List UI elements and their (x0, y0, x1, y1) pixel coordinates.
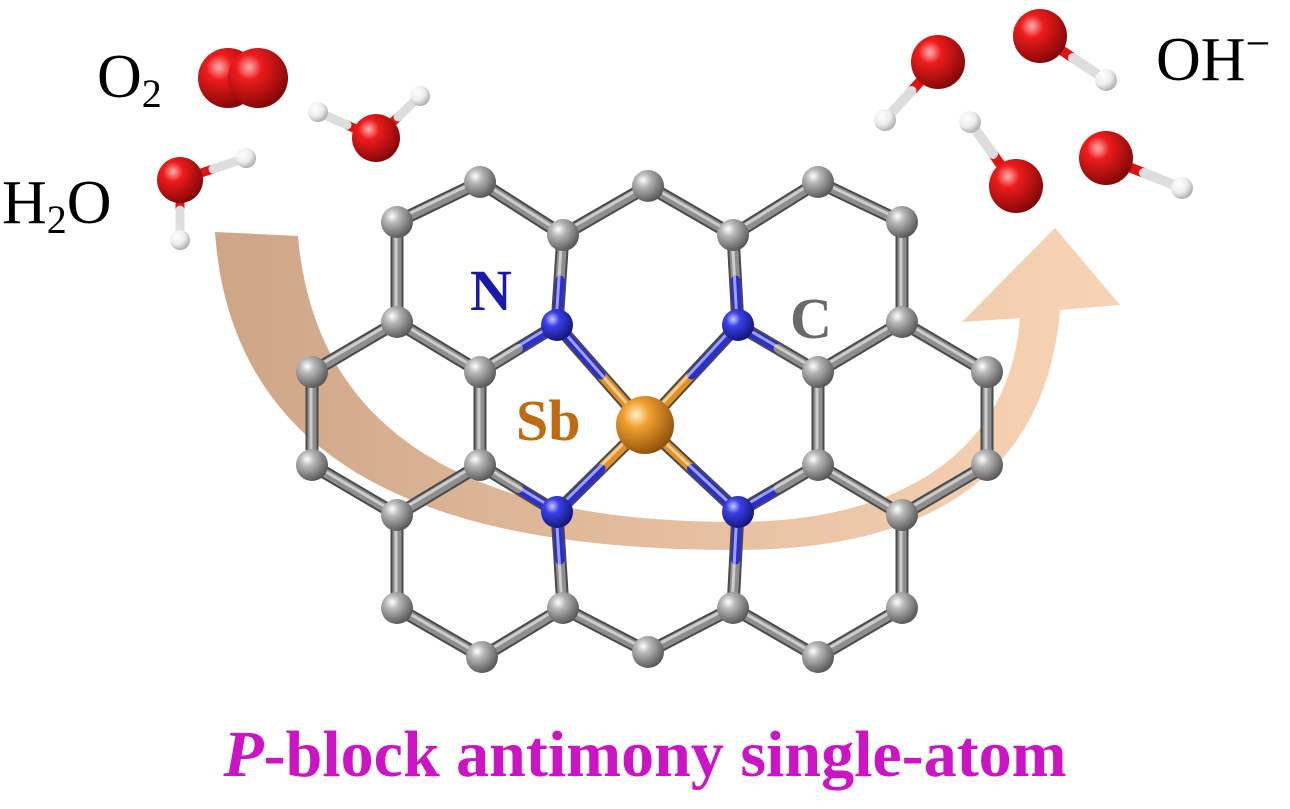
carbon-atom (717, 592, 749, 624)
oh-label-base: OH (1156, 26, 1246, 94)
h2o-label-sub: 2 (46, 197, 67, 242)
nitrogen-atom (541, 309, 573, 341)
carbon-atom (802, 166, 834, 198)
hydrogen-atom (236, 148, 256, 168)
carbon-label: C (790, 286, 832, 351)
oxygen-atom (1079, 131, 1133, 185)
oxygen-atom (989, 159, 1043, 213)
carbon-atom (632, 636, 664, 668)
hydrogen-atom (170, 230, 190, 250)
nitrogen-label: N (470, 258, 512, 323)
carbon-atom (296, 356, 328, 388)
carbon-atom (971, 356, 1003, 388)
hydrogen-atom (308, 102, 328, 122)
carbon-atom (547, 592, 579, 624)
carbon-atom (464, 449, 496, 481)
carbon-atom (886, 499, 918, 531)
carbon-atom (632, 170, 664, 202)
carbon-atom (381, 592, 413, 624)
o2-label-sub: 2 (141, 71, 162, 116)
carbon-atom (802, 641, 834, 673)
carbon-atom (381, 499, 413, 531)
nitrogen-atom (541, 496, 573, 528)
caption-rest: -block antimony single-atom (263, 718, 1067, 791)
carbon-atom (717, 219, 749, 251)
molecule-layer (157, 9, 1193, 250)
carbon-atom (886, 592, 918, 624)
carbon-atom (886, 306, 918, 338)
atom-layer (296, 166, 1003, 673)
carbon-atom (802, 449, 834, 481)
antimony-atom (616, 396, 674, 454)
nitrogen-atom (722, 309, 754, 341)
hydrogen-atom (410, 86, 430, 106)
carbon-atom (466, 641, 498, 673)
hydrogen-atom (1171, 177, 1193, 199)
reaction-arrow (215, 228, 1120, 550)
carbon-atom (464, 356, 496, 388)
carbon-atom (802, 356, 834, 388)
oh-label-sup: − (1245, 19, 1271, 68)
oxygen-atom (228, 48, 288, 108)
carbon-atom (381, 306, 413, 338)
o2-label: O2 (97, 46, 162, 114)
h2o-label-pre: H (2, 169, 47, 237)
hydrogen-atom (959, 111, 981, 133)
hydrogen-atom (1095, 69, 1117, 91)
oxygen-atom (352, 114, 400, 162)
o2-label-base: O (97, 43, 142, 111)
caption: P-block antimony single-atom (0, 722, 1290, 788)
nitrogen-atom (722, 496, 754, 528)
h2o-label: H2O (2, 172, 112, 240)
carbon-atom (886, 206, 918, 238)
carbon-atom (464, 166, 496, 198)
carbon-atom (547, 219, 579, 251)
oxygen-atom (1013, 9, 1067, 63)
oh-label: OH− (1156, 19, 1271, 94)
oxygen-atom (157, 157, 203, 203)
oxygen-atom (911, 35, 965, 89)
h2o-label-post: O (66, 169, 112, 237)
reaction-arrow-body (215, 228, 1120, 550)
carbon-atom (296, 449, 328, 481)
antimony-label: Sb (516, 388, 581, 453)
caption-italic: P (223, 718, 264, 791)
hydrogen-atom (874, 109, 896, 131)
carbon-atom (971, 449, 1003, 481)
carbon-atom (381, 206, 413, 238)
